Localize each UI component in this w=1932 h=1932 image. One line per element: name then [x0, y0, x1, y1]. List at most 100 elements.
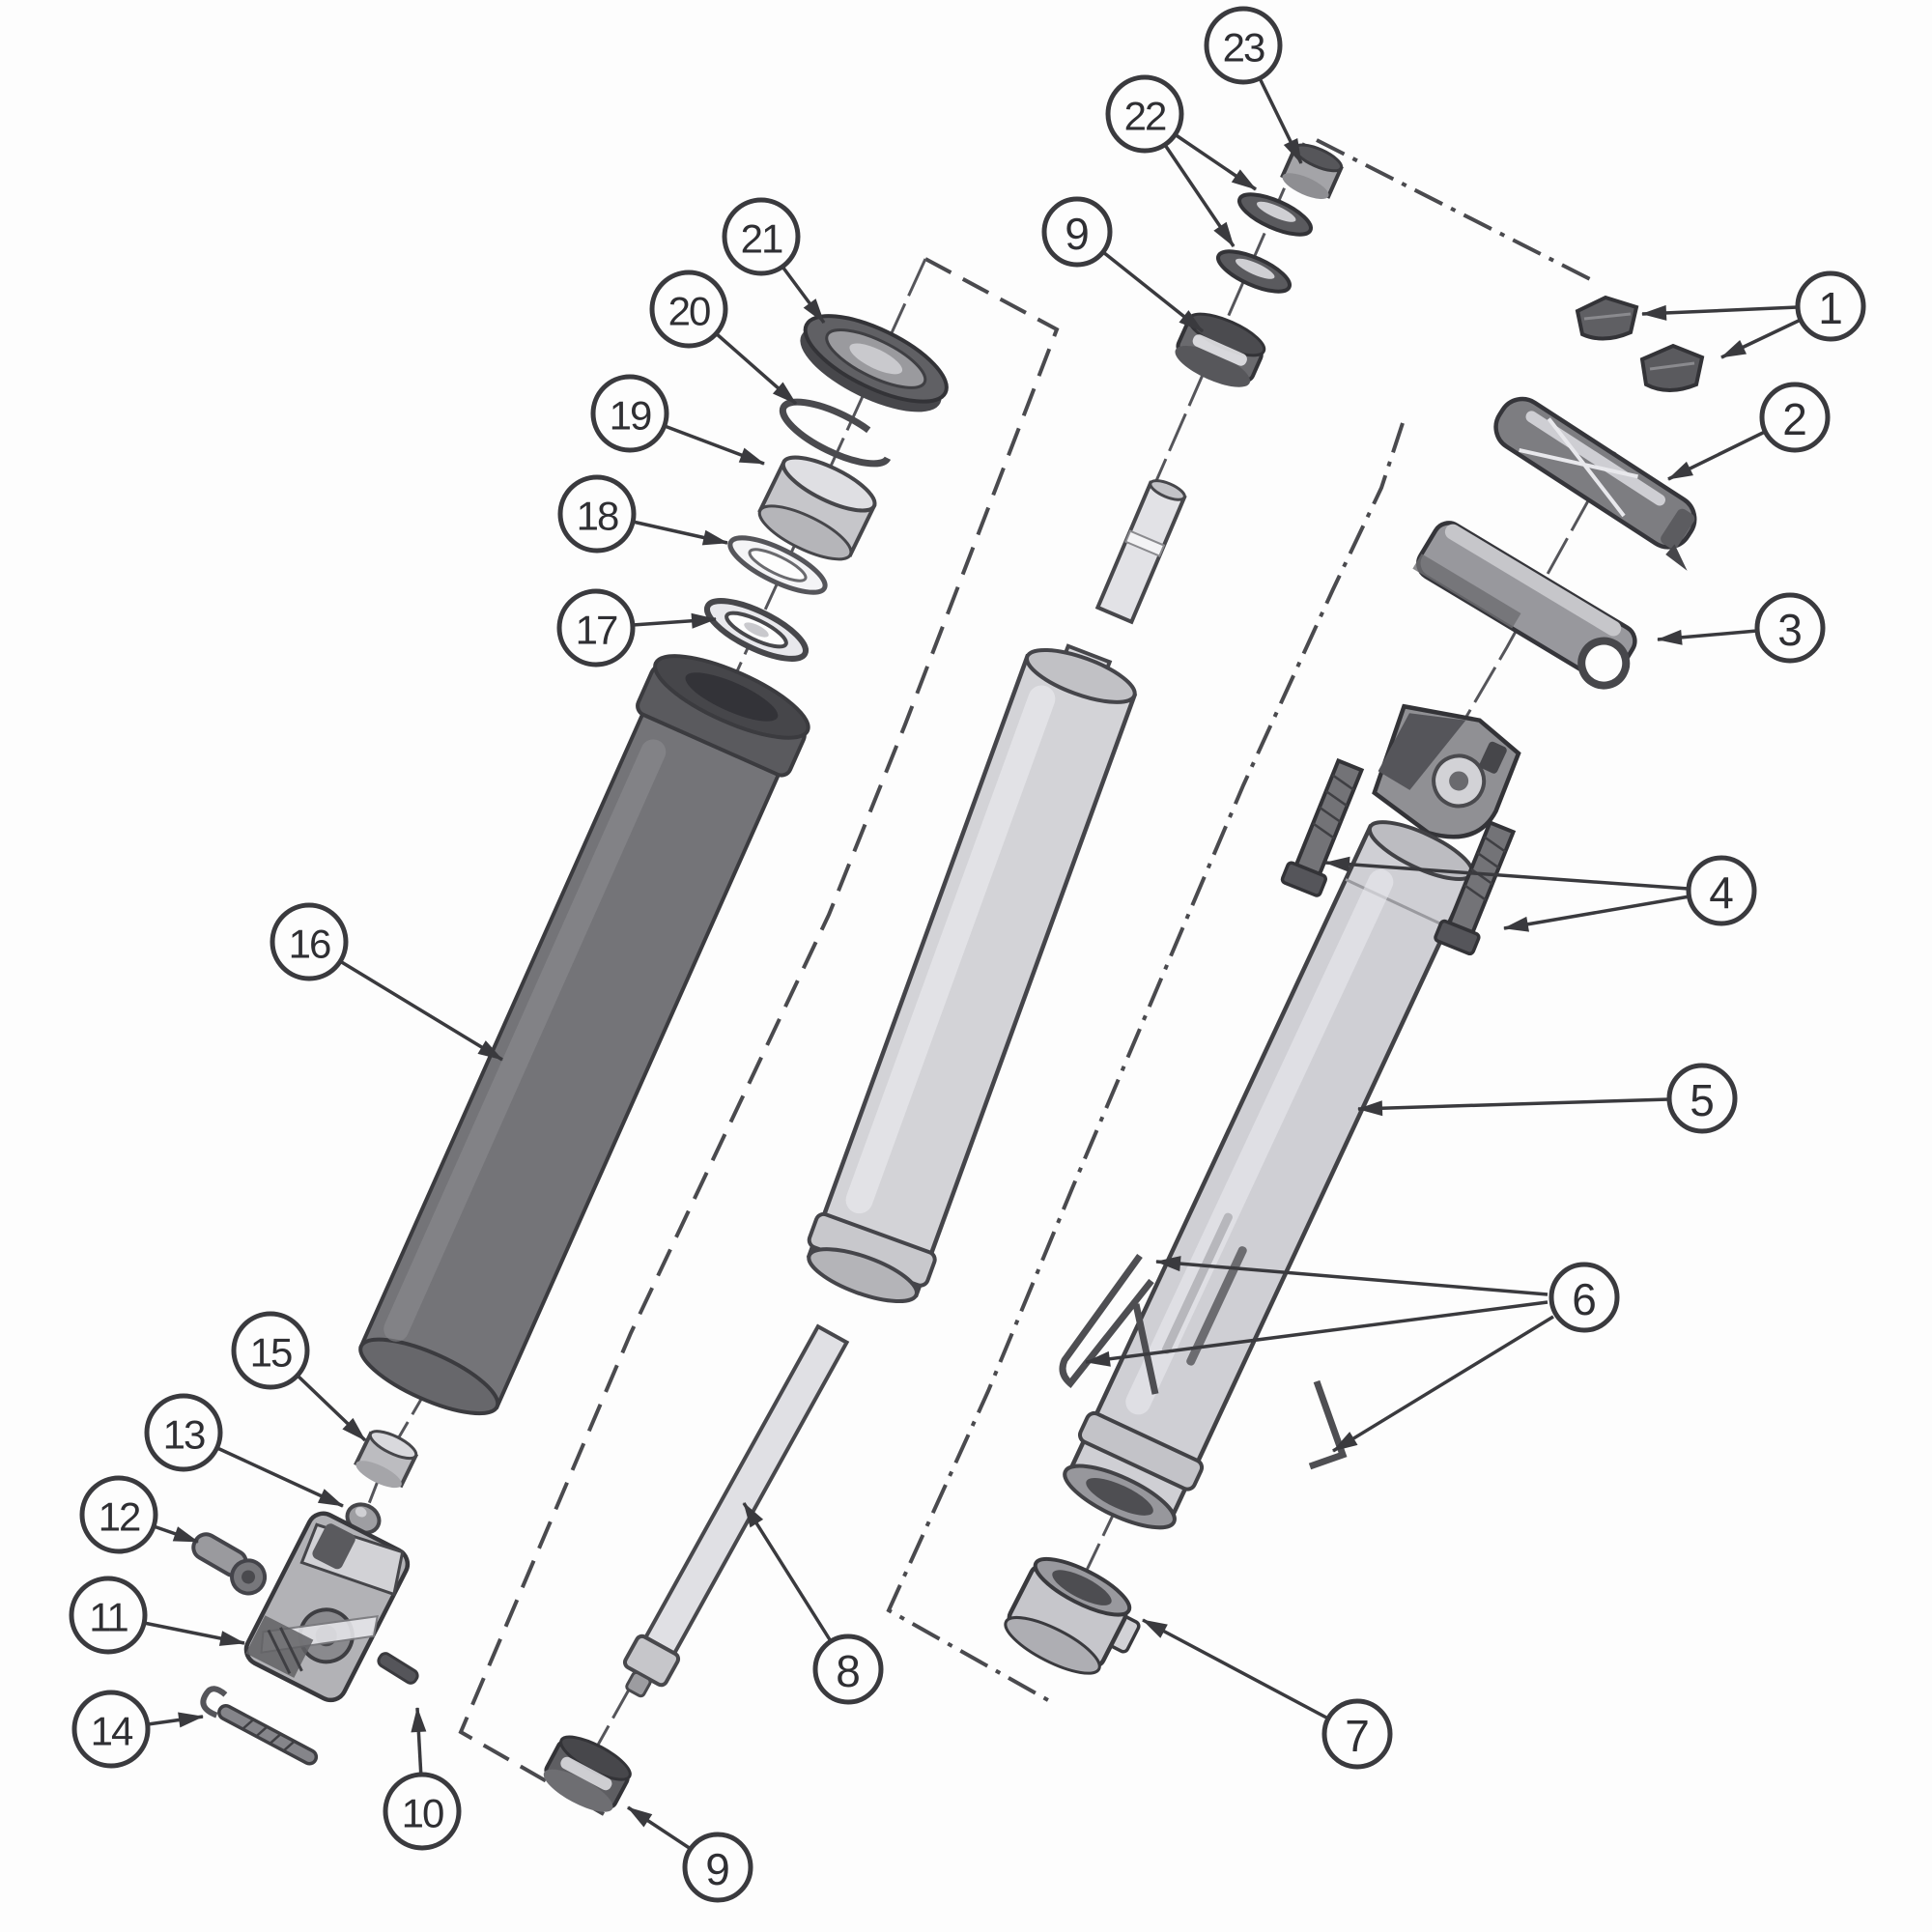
- callout-number: 7: [1345, 1711, 1370, 1761]
- leader-arrow-8: [742, 1502, 833, 1642]
- callout-6: 6: [1548, 1262, 1620, 1333]
- part-1-barrel-nut-a: [1575, 295, 1639, 341]
- callout-circle: [79, 1475, 158, 1554]
- callout-number: 6: [1572, 1274, 1597, 1324]
- callout-20: 20: [649, 270, 728, 349]
- callout-13: 13: [144, 1393, 223, 1472]
- callout-circle: [1105, 74, 1184, 154]
- callout-circle: [682, 1832, 753, 1903]
- leader-arrow-13: [216, 1446, 344, 1508]
- callout-circle: [556, 588, 636, 668]
- callout-19: 19: [590, 374, 669, 453]
- callout-circle: [270, 902, 349, 981]
- part-3-saddle-clamp-lower: [1412, 521, 1637, 690]
- callout-12: 12: [79, 1475, 158, 1554]
- part-7-bottom-cap: [1004, 1556, 1141, 1675]
- part-6-guide-keys: [1059, 1253, 1348, 1470]
- callout-10: 10: [383, 1772, 462, 1851]
- callout-15: 15: [231, 1311, 310, 1390]
- leader-arrow-9: [1101, 250, 1205, 333]
- callout-circle: [1754, 592, 1826, 664]
- callout-number: 14: [91, 1709, 133, 1754]
- part-2-saddle-clamp-upper: [1493, 396, 1697, 571]
- part-19-bushing: [757, 455, 877, 561]
- part-22-washer-upper: [1237, 192, 1313, 237]
- leader-arrow-4: [1324, 856, 1690, 891]
- callout-number: 22: [1124, 94, 1166, 139]
- part-4-clamp-bolt-a: [1280, 757, 1365, 897]
- leader-arrow-18: [632, 520, 728, 546]
- callout-number: 18: [577, 494, 618, 539]
- construction-line: [1316, 138, 1593, 282]
- callout-21: 21: [722, 197, 801, 276]
- part-5-lower-tube: [1063, 820, 1475, 1530]
- leader-lines-layer: [143, 77, 1802, 1851]
- callout-5: 5: [1666, 1063, 1738, 1134]
- callout-circle: [1321, 1698, 1393, 1770]
- leader-arrow-17: [632, 612, 717, 629]
- callout-circle: [231, 1311, 310, 1390]
- callout-14: 14: [71, 1690, 151, 1769]
- leader-arrow-6: [1085, 1300, 1548, 1367]
- callout-number: 10: [402, 1791, 443, 1836]
- leader-arrow-22: [1163, 144, 1236, 247]
- callout-circle: [590, 374, 669, 453]
- leader-arrow-6: [1332, 1315, 1554, 1453]
- callout-number: 16: [289, 922, 330, 967]
- callout-17: 17: [556, 588, 636, 668]
- callout-circle: [812, 1634, 884, 1705]
- part-15-spacer: [354, 1430, 419, 1489]
- part-17-seal-ring: [703, 598, 810, 662]
- part-9-top-collar: [1175, 312, 1266, 387]
- callout-23: 23: [1204, 6, 1283, 85]
- leader-arrow-11: [143, 1621, 245, 1646]
- leader-arrow-4: [1503, 895, 1690, 932]
- leader-arrow-2: [1667, 430, 1766, 481]
- callout-circle: [69, 1576, 148, 1655]
- leader-arrow-23: [1258, 77, 1303, 164]
- callout-number: 13: [163, 1412, 205, 1458]
- leader-arrow-5: [1357, 1097, 1670, 1117]
- part-11-actuator-head: [243, 1511, 411, 1703]
- callout-number: 1: [1818, 283, 1843, 333]
- callout-circle: [1041, 196, 1113, 268]
- part-5-post-head: [1372, 703, 1521, 839]
- callout-circle: [71, 1690, 151, 1769]
- callout-number: 4: [1709, 867, 1734, 918]
- leader-arrow-16: [339, 959, 503, 1062]
- callout-number: 5: [1690, 1075, 1715, 1125]
- callout-circle: [1548, 1262, 1620, 1333]
- callout-number: 9: [705, 1844, 730, 1894]
- callout-number: 15: [250, 1330, 292, 1376]
- part-18-washer: [727, 535, 828, 595]
- callout-circle: [557, 474, 637, 554]
- callout-number: 9: [1065, 209, 1090, 259]
- leader-arrow-22: [1174, 132, 1257, 191]
- callout-circle: [722, 197, 801, 276]
- callout-number: 8: [836, 1646, 861, 1696]
- leader-arrow-21: [781, 265, 826, 325]
- callout-1: 1: [1795, 270, 1866, 342]
- part-8-shaft-upper: [1094, 479, 1187, 625]
- callout-circle: [1759, 382, 1831, 453]
- leader-arrow-20: [714, 331, 798, 406]
- callout-2: 2: [1759, 382, 1831, 453]
- callout-number: 21: [741, 216, 782, 262]
- parts-layer: [191, 143, 1705, 1812]
- callout-16: 16: [270, 902, 349, 981]
- callout-9: 9: [682, 1832, 753, 1903]
- callout-number: 3: [1777, 605, 1803, 655]
- callout-3: 3: [1754, 592, 1826, 664]
- leader-arrow-10: [411, 1707, 427, 1779]
- part-16-inner-tube: [358, 654, 810, 1416]
- callout-number: 11: [89, 1595, 128, 1640]
- callout-number: 20: [668, 289, 710, 334]
- leader-arrow-15: [296, 1374, 367, 1442]
- construction-line: [458, 257, 1060, 1816]
- callout-circle: [649, 270, 728, 349]
- part-22-washer-lower: [1216, 249, 1292, 294]
- part-20-snap-ring: [779, 398, 893, 468]
- leader-arrow-14: [147, 1712, 204, 1728]
- leader-arrow-6: [1155, 1256, 1548, 1296]
- callout-18: 18: [557, 474, 637, 554]
